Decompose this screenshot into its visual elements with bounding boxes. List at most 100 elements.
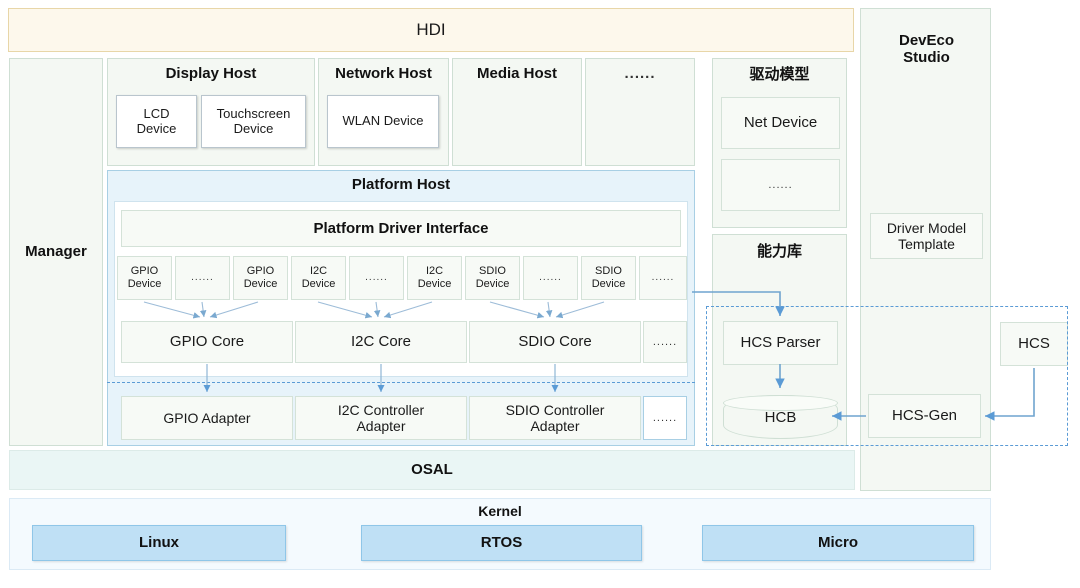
- kernel-item-micro[interactable]: Micro: [702, 525, 974, 561]
- adapter-line1: GPIO Adapter: [163, 409, 251, 426]
- platform-device-dots-4: ......: [639, 256, 687, 300]
- device-touchscreen[interactable]: Touchscreen Device: [201, 95, 306, 148]
- device-line1: GPIO: [246, 265, 275, 278]
- platform-device-gpio-1[interactable]: GPIO Device: [117, 256, 172, 300]
- core-gpio[interactable]: GPIO Core: [121, 321, 293, 363]
- capability-library-title: 能力库: [756, 243, 802, 261]
- device-line1: I2C: [309, 265, 328, 278]
- driver-model-more-label: ......: [768, 178, 793, 191]
- platform-device-gpio-2[interactable]: GPIO Device: [233, 256, 288, 300]
- device-wlan[interactable]: WLAN Device: [327, 95, 439, 148]
- hcs-parser-box[interactable]: HCS Parser: [723, 321, 838, 365]
- host-media-title: Media Host: [476, 65, 557, 83]
- hcs-label: HCS: [1018, 335, 1050, 353]
- adapter-more: ......: [643, 396, 687, 440]
- platform-device-sdio-1[interactable]: SDIO Device: [465, 256, 520, 300]
- device-line2: Device: [591, 278, 626, 290]
- platform-device-row: GPIO Device ...... GPIO Device I2C Devic…: [117, 256, 687, 300]
- core-more: ......: [643, 321, 687, 363]
- core-label: ......: [652, 335, 678, 348]
- core-label: SDIO Core: [518, 333, 592, 351]
- adapter-line2: Adapter: [356, 418, 406, 434]
- driver-model-template-box[interactable]: Driver Model Template: [870, 213, 983, 259]
- hdi-label: HDI: [416, 20, 446, 40]
- device-line2: Device: [417, 278, 452, 290]
- platform-device-dots-1: ......: [175, 256, 230, 300]
- platform-device-sdio-2[interactable]: SDIO Device: [581, 256, 636, 300]
- device-lcd[interactable]: LCD Device: [116, 95, 197, 148]
- kernel-item-label: RTOS: [480, 534, 523, 552]
- host-more-title: ......: [624, 65, 656, 83]
- core-sdio[interactable]: SDIO Core: [469, 321, 641, 363]
- device-line2: Device: [475, 278, 510, 290]
- device-dots: ......: [191, 272, 214, 284]
- kernel-panel: Kernel Linux RTOS Micro: [9, 498, 991, 570]
- device-line1: SDIO: [479, 265, 506, 278]
- kernel-title: Kernel: [478, 502, 522, 519]
- adapter-gpio[interactable]: GPIO Adapter: [121, 396, 293, 440]
- driver-model-more: ......: [721, 159, 840, 211]
- adapter-line1: I2C Controller: [337, 401, 425, 418]
- deveco-title-line1: DevEco: [898, 31, 955, 49]
- template-line2: Template: [898, 236, 955, 252]
- kernel-item-label: Linux: [139, 534, 179, 552]
- manager-panel: Manager: [9, 58, 103, 446]
- adapter-line1: SDIO Controller: [505, 401, 605, 418]
- platform-device-dots-3: ......: [523, 256, 578, 300]
- hcb-database[interactable]: HCB: [723, 395, 838, 439]
- hcb-label: HCB: [764, 408, 797, 426]
- device-lcd-line2: Device: [136, 120, 177, 136]
- osal-label: OSAL: [411, 461, 453, 479]
- host-display: Display Host LCD Device Touchscreen Devi…: [107, 58, 315, 166]
- hdi-bar: HDI: [8, 8, 854, 52]
- hcs-gen-label: HCS-Gen: [891, 407, 958, 425]
- platform-driver-interface: Platform Driver Interface: [121, 210, 681, 247]
- device-touchscreen-line2: Device: [233, 120, 274, 136]
- platform-host-title: Platform Host: [351, 176, 451, 194]
- core-label: I2C Core: [350, 333, 412, 351]
- platform-driver-interface-label: Platform Driver Interface: [313, 219, 489, 237]
- device-line1: SDIO: [595, 265, 622, 278]
- hcs-parser-label: HCS Parser: [740, 334, 821, 352]
- hcs-gen-box[interactable]: HCS-Gen: [868, 394, 981, 438]
- deveco-studio-title: DevEco Studio: [861, 27, 992, 71]
- platform-device-dots-2: ......: [349, 256, 404, 300]
- adapter-line2: Adapter: [530, 418, 580, 434]
- device-dots: ......: [365, 272, 388, 284]
- device-lcd-line1: LCD: [143, 105, 170, 121]
- device-dots: ......: [651, 272, 675, 284]
- platform-device-i2c-1[interactable]: I2C Device: [291, 256, 346, 300]
- manager-label: Manager: [25, 243, 87, 261]
- kernel-item-rtos[interactable]: RTOS: [361, 525, 642, 561]
- capability-library-panel: 能力库 HCS Parser HCB: [712, 234, 847, 446]
- host-network-title: Network Host: [335, 65, 432, 83]
- device-dots: ......: [539, 272, 562, 284]
- device-line2: Device: [243, 278, 278, 290]
- adapter-i2c[interactable]: I2C Controller Adapter: [295, 396, 467, 440]
- driver-model-title: 驱动模型: [749, 66, 810, 84]
- device-touchscreen-line1: Touchscreen: [216, 105, 291, 121]
- osal-band: OSAL: [9, 450, 855, 490]
- hcs-box[interactable]: HCS: [1000, 322, 1068, 366]
- deveco-title-line2: Studio: [903, 49, 950, 66]
- device-line1: GPIO: [130, 265, 159, 278]
- core-label: GPIO Core: [169, 333, 245, 351]
- adapter-line1: ......: [652, 411, 678, 424]
- kernel-item-linux[interactable]: Linux: [32, 525, 286, 561]
- device-wlan-label: WLAN Device: [342, 113, 424, 129]
- hcb-cylinder-top: [723, 395, 838, 411]
- driver-model-net-device[interactable]: Net Device: [721, 97, 840, 149]
- template-line1: Driver Model: [886, 219, 967, 236]
- host-media: Media Host: [452, 58, 582, 166]
- net-device-label: Net Device: [743, 114, 818, 132]
- platform-adapter-row: GPIO Adapter I2C Controller Adapter SDIO…: [121, 396, 687, 440]
- device-line2: Device: [127, 278, 162, 290]
- adapter-sdio[interactable]: SDIO Controller Adapter: [469, 396, 641, 440]
- host-display-title: Display Host: [165, 65, 257, 83]
- host-network: Network Host WLAN Device: [318, 58, 449, 166]
- driver-model-panel: 驱动模型 Net Device ......: [712, 58, 847, 228]
- platform-device-i2c-2[interactable]: I2C Device: [407, 256, 462, 300]
- core-i2c[interactable]: I2C Core: [295, 321, 467, 363]
- device-line1: I2C: [425, 265, 444, 278]
